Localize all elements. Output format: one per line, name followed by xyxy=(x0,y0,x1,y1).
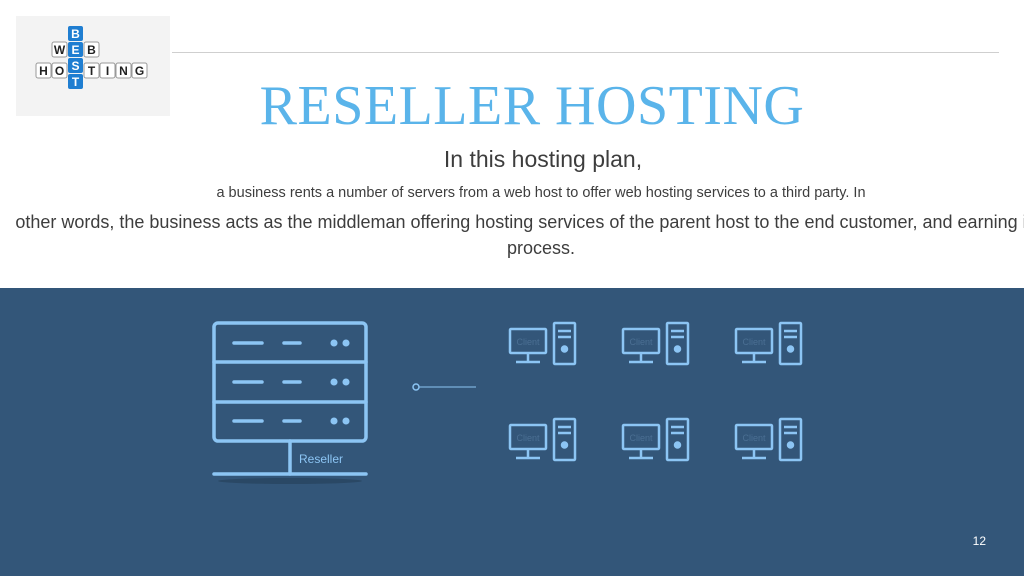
server-label: Reseller xyxy=(299,452,343,466)
connector-line xyxy=(412,383,476,391)
logo-word-best: B E S T xyxy=(68,26,83,89)
svg-text:B: B xyxy=(71,27,80,41)
best-web-hosting-logo: B E S T W B H O T xyxy=(16,16,170,116)
svg-text:H: H xyxy=(39,64,48,78)
client-label: Client xyxy=(742,433,766,443)
client-computer-icon: Client xyxy=(734,321,803,366)
server-shadow xyxy=(218,478,362,484)
client-label: Client xyxy=(742,337,766,347)
slide-subtitle: In this hosting plan, xyxy=(443,146,643,172)
client-label: Client xyxy=(629,337,653,347)
client-computer-icon: Client xyxy=(508,417,577,462)
svg-text:S: S xyxy=(71,59,79,73)
client-computer-icon: Client xyxy=(621,321,690,366)
logo-word-web: W B xyxy=(51,41,100,58)
slide-title: RESELLER HOSTING xyxy=(259,75,805,137)
client-computer-icon: Client xyxy=(621,417,690,462)
page-number: 12 xyxy=(972,534,986,548)
svg-text:T: T xyxy=(72,75,80,89)
svg-text:N: N xyxy=(119,64,128,78)
svg-text:O: O xyxy=(55,64,64,78)
client-label: Client xyxy=(516,433,540,443)
client-computer-icon: Client xyxy=(734,417,803,462)
svg-text:B: B xyxy=(87,43,96,57)
description-line-2: other words, the business acts as the mi… xyxy=(15,212,1024,258)
logo-word-hosting: H O T I N G xyxy=(35,62,148,79)
svg-text:W: W xyxy=(54,43,66,57)
client-label: Client xyxy=(516,337,540,347)
header-divider xyxy=(172,52,999,53)
description-line-1: a business rents a number of servers fro… xyxy=(216,185,866,201)
client-label: Client xyxy=(629,433,653,443)
svg-text:E: E xyxy=(71,43,79,57)
svg-text:T: T xyxy=(88,64,96,78)
server-rack-icon xyxy=(212,321,368,476)
client-computer-icon: Client xyxy=(508,321,577,366)
svg-text:G: G xyxy=(135,64,144,78)
svg-text:I: I xyxy=(106,64,109,78)
